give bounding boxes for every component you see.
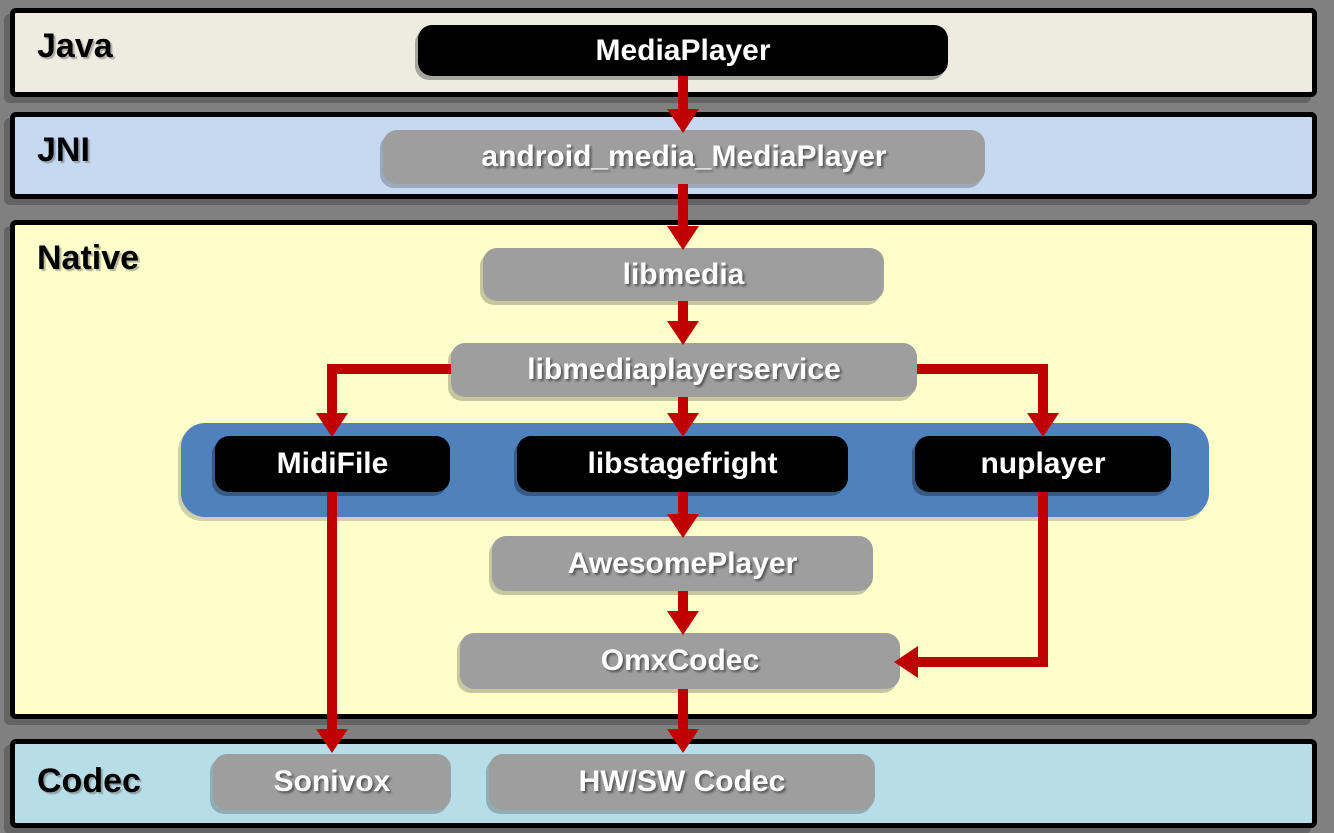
node-hwsw-codec: HW/SW Codec [489, 754, 875, 810]
arrow-libstagefright-to-awesomeplayer-head [667, 514, 699, 538]
arrow-lmps-to-midifile-hline [327, 364, 451, 374]
arrow-lmps-to-libstagefright-line [678, 397, 688, 415]
layer-jni-label: JNI [37, 131, 90, 169]
arrow-nuplayer-to-omxcodec-head [894, 646, 918, 678]
node-sonivox: Sonivox [213, 754, 451, 810]
arrow-lmps-to-midifile-vline [327, 364, 337, 415]
arrow-lmps-to-midifile-head [316, 413, 348, 437]
node-nuplayer: nuplayer [915, 436, 1171, 492]
arrow-lmps-to-nuplayer-vline [1038, 364, 1048, 415]
node-awesomeplayer: AwesomePlayer [492, 536, 873, 591]
node-omxcodec: OmxCodec [460, 633, 900, 689]
arrow-awesomeplayer-to-omxcodec-line [678, 591, 688, 613]
arrow-libmedia-to-lmps-head [667, 321, 699, 345]
arrow-libmedia-to-lmps-line [678, 301, 688, 323]
node-libmedia: libmedia [483, 248, 884, 301]
arrow-lmps-to-nuplayer-hline [917, 364, 1048, 374]
node-libstagefright: libstagefright [517, 436, 848, 492]
node-midifile: MidiFile [215, 436, 450, 492]
arrow-nuplayer-to-omxcodec-hline [916, 657, 1048, 667]
layer-java-label: Java [37, 27, 113, 65]
arrow-awesomeplayer-to-omxcodec-head [667, 611, 699, 635]
node-libmediaplayerservice: libmediaplayerservice [451, 343, 917, 397]
arrow-nuplayer-to-omxcodec-vline [1038, 492, 1048, 667]
arrow-mediaplayer-to-jni-head [667, 109, 699, 133]
arrow-midifile-to-sonivox-head [316, 729, 348, 753]
arrow-lmps-to-nuplayer-head [1027, 413, 1059, 437]
node-android-media-mediaplayer: android_media_MediaPlayer [383, 130, 985, 184]
layer-codec-label: Codec [37, 762, 141, 800]
arrow-jni-to-libmedia-head [667, 226, 699, 250]
arrow-midifile-to-sonivox-line [327, 492, 337, 731]
arrow-libstagefright-to-awesomeplayer-line [678, 492, 688, 516]
arrow-lmps-to-libstagefright-head [667, 413, 699, 437]
layer-native-label: Native [37, 239, 140, 277]
arrow-mediaplayer-to-jni-line [678, 76, 688, 111]
arrow-omxcodec-to-hwsw-head [667, 729, 699, 753]
arrow-omxcodec-to-hwsw-line [678, 689, 688, 731]
arrow-jni-to-libmedia-line [678, 184, 688, 228]
node-mediaplayer: MediaPlayer [418, 25, 948, 76]
layer-java: Java [10, 8, 1317, 97]
